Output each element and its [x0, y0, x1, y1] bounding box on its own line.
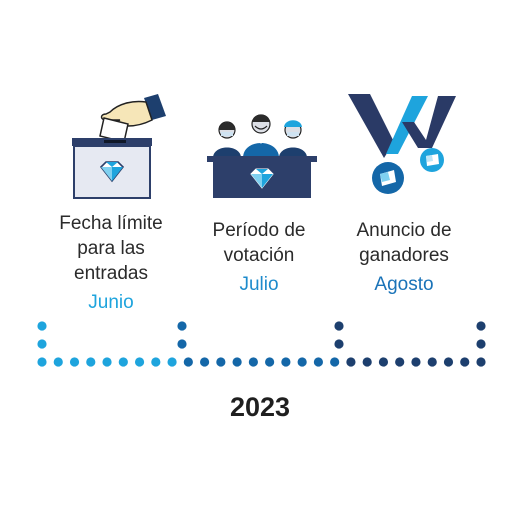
timeline-dot — [281, 357, 291, 367]
timeline-dot — [151, 357, 161, 367]
timeline-dot — [118, 357, 128, 367]
timeline-dot — [362, 357, 372, 367]
timeline-dot — [346, 357, 356, 367]
timeline-dot — [69, 357, 80, 367]
step-month: Agosto — [374, 274, 434, 295]
step-voting-period: Período de votación Julio — [184, 218, 334, 297]
timeline-dot — [476, 357, 486, 367]
award-logo-icon — [348, 94, 456, 194]
timeline-marker-dot — [476, 321, 486, 331]
timeline-marker-dot — [334, 321, 344, 331]
timeline-dot — [427, 357, 437, 367]
timeline-dot — [395, 357, 405, 367]
timeline-dot — [443, 357, 454, 367]
year-label: 2023 — [229, 392, 291, 422]
timeline-marker-dot — [476, 339, 486, 349]
timeline-marker-dot — [37, 339, 47, 349]
timeline-dot — [411, 357, 421, 367]
timeline-dot — [167, 357, 177, 367]
timeline-dot — [134, 357, 145, 367]
timeline-dot — [53, 357, 63, 367]
ballot-box-icon — [72, 94, 166, 199]
timeline-dot — [86, 357, 96, 367]
jury-icon — [207, 114, 317, 198]
timeline-dot — [378, 357, 389, 367]
timeline-dot — [265, 357, 275, 367]
timeline-dot — [313, 357, 324, 367]
timeline-dot — [37, 357, 47, 367]
timeline-dot — [183, 357, 193, 367]
timeline-marker-dot — [37, 321, 47, 331]
timeline-dot — [248, 357, 258, 367]
step-label: Fecha límite para las entradas — [59, 213, 163, 284]
timeline-dot — [216, 357, 226, 367]
step-entry-deadline: Fecha límite para las entradas Junio — [36, 211, 186, 315]
timeline-dot — [330, 357, 340, 367]
step-month: Junio — [88, 292, 134, 313]
step-month: Julio — [239, 274, 279, 295]
timeline-marker-dot — [177, 321, 187, 331]
timeline-dot — [199, 357, 210, 367]
timeline-dot — [297, 357, 307, 367]
step-label: Período de votación — [212, 220, 306, 266]
timeline-dot — [460, 357, 470, 367]
timeline-marker-dot — [334, 339, 344, 349]
step-winners-announcement: Anuncio de ganadores Agosto — [329, 218, 479, 297]
timeline-marker-dot — [177, 339, 187, 349]
timeline-dot — [102, 357, 112, 367]
step-label: Anuncio de ganadores — [356, 220, 452, 266]
timeline-dot — [232, 357, 242, 367]
